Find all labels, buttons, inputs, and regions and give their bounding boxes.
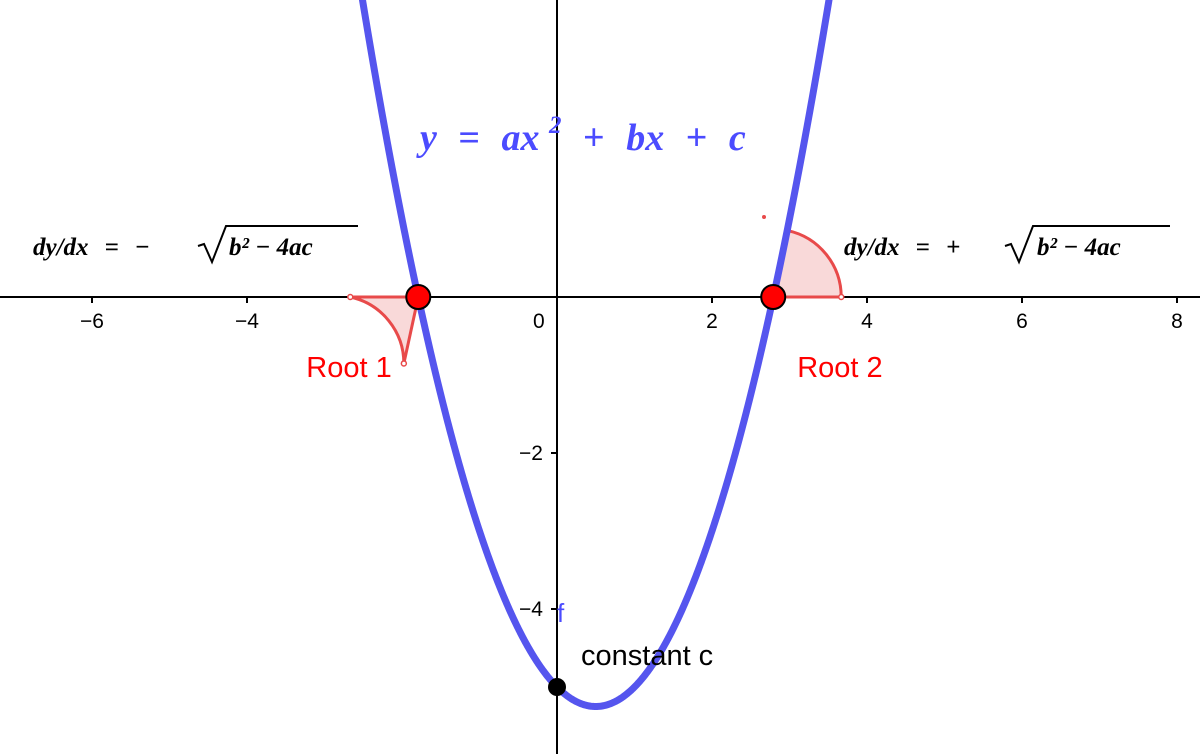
- equation-equals: =: [458, 117, 480, 159]
- angle-fill: [350, 297, 419, 364]
- x-tick-label: −6: [80, 310, 104, 333]
- equation-term-ax: ax: [502, 117, 540, 159]
- svg-text:dy/dx = +: dy/dx = +: [844, 234, 961, 261]
- equation-plus-2: +: [686, 117, 708, 159]
- sqrt-sign-right: [1004, 225, 1170, 265]
- slope-left-prefix: dy/dx: [33, 234, 89, 261]
- sqrt-sign-left: [197, 225, 358, 265]
- slope-right-equals: =: [916, 234, 930, 261]
- slope-right-radicand: b² − 4ac: [1037, 234, 1121, 261]
- y-axis-ticks: −2 −4: [519, 442, 557, 621]
- constant-label: constant c: [581, 640, 713, 672]
- angle-arc: [787, 229, 843, 298]
- slope-left-radicand: b² − 4ac: [229, 234, 313, 261]
- root-label: Root 2: [797, 352, 882, 384]
- equation-exponent: 2: [548, 112, 562, 139]
- x-axis-ticks: −6−4−202468: [80, 297, 1183, 333]
- slope-formula-right: dy/dx = + b² − 4ac: [844, 225, 1170, 265]
- x-tick-label: −4: [235, 310, 259, 333]
- x-tick-label: 4: [861, 310, 873, 333]
- parabola-curve[interactable]: [358, 0, 833, 711]
- x-tick-label: 2: [706, 310, 718, 333]
- equation-lhs: y: [416, 117, 437, 159]
- slope-left-sign: −: [135, 234, 149, 261]
- constant-point[interactable]: [548, 678, 566, 696]
- slope-right-prefix: dy/dx: [844, 234, 900, 261]
- angle-endpoint: [400, 360, 408, 367]
- equation-term-c: c: [729, 117, 746, 159]
- angle-endpoint: [347, 293, 354, 301]
- equation-term-bx: bx: [626, 117, 664, 159]
- root-point[interactable]: [405, 284, 432, 310]
- points: Root 1 Root 2 constant c: [306, 284, 883, 696]
- equation-label: y = ax 2 + bx + c: [416, 100, 746, 159]
- root-point[interactable]: [760, 284, 787, 310]
- equation-plus-1: +: [583, 117, 605, 159]
- angle-marker-dot: [762, 215, 766, 219]
- slope-left-equals: =: [105, 234, 119, 261]
- slope-angle-markers: [347, 227, 845, 367]
- x-tick-label: 6: [1016, 310, 1028, 333]
- angle-arc: [349, 295, 406, 364]
- angle-fill: [773, 230, 842, 297]
- angle-endpoint: [837, 293, 845, 301]
- y-tick-label: −2: [519, 442, 543, 465]
- x-tick-label: 0: [533, 310, 545, 333]
- y-tick-label: −4: [519, 598, 543, 621]
- x-tick-label: 8: [1171, 310, 1183, 333]
- slope-right-sign: +: [946, 234, 960, 261]
- slope-formula-left: dy/dx = − b² − 4ac: [33, 225, 358, 265]
- root-label: Root 1: [306, 352, 391, 384]
- svg-text:dy/dx = −: dy/dx = −: [33, 234, 150, 261]
- curve-name-label: f: [557, 598, 565, 628]
